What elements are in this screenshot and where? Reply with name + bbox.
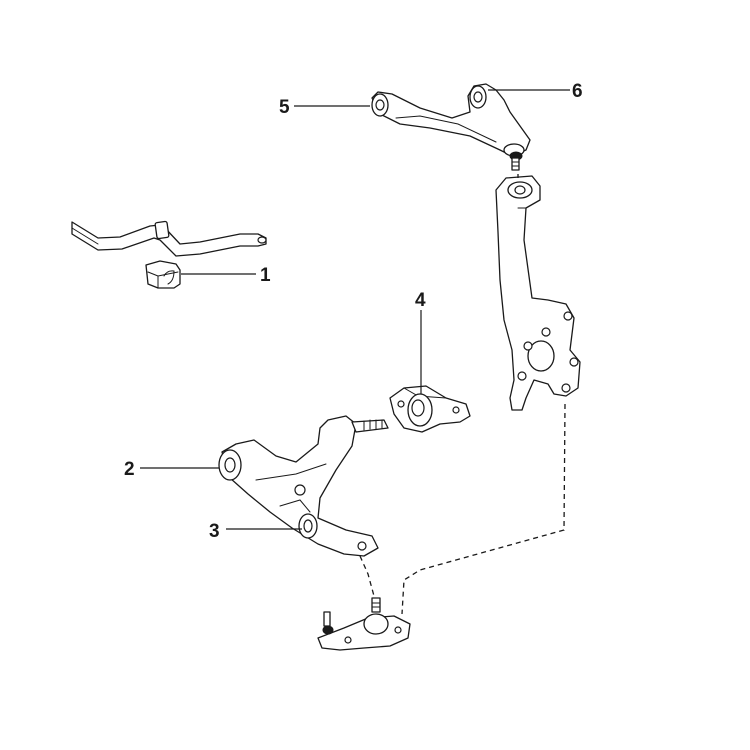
callout-3: 3 bbox=[209, 521, 220, 542]
callout-1: 1 bbox=[260, 265, 271, 286]
stabilizer-bushing-icon bbox=[145, 260, 181, 289]
callout-6: 6 bbox=[572, 81, 583, 102]
steering-knuckle-icon bbox=[495, 175, 581, 411]
callout-2: 2 bbox=[124, 459, 135, 480]
callout-4: 4 bbox=[415, 290, 426, 311]
lower-control-arm-icon bbox=[218, 415, 389, 557]
lower-arm-rear-bushing-bracket-icon bbox=[389, 385, 471, 433]
lower-ball-joint-icon bbox=[317, 597, 411, 651]
leader-lines bbox=[140, 89, 570, 530]
assembly-dashed-lines bbox=[359, 174, 566, 615]
upper-control-arm-icon bbox=[371, 83, 531, 171]
stabilizer-bar-icon bbox=[71, 220, 267, 257]
callout-5: 5 bbox=[279, 97, 290, 118]
